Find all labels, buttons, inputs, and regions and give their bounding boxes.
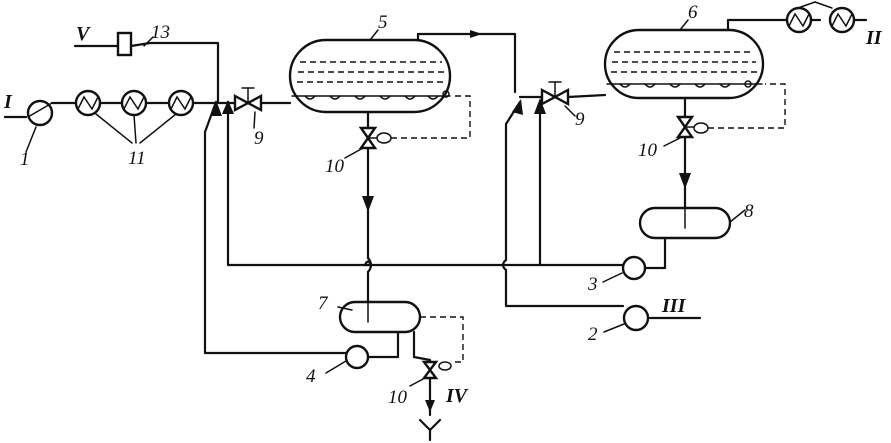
valve-9a <box>223 87 292 113</box>
heat-exchanger-11a <box>74 89 102 117</box>
separator-7 <box>338 300 464 363</box>
label-9-left: 9 <box>254 128 264 149</box>
heat-exchanger-11b <box>120 89 148 117</box>
valve-9b <box>518 81 607 107</box>
label-2: 2 <box>588 324 598 345</box>
label-5: 5 <box>378 12 388 33</box>
stream-label-iv: IV <box>445 385 469 407</box>
stream-label-iii: III <box>661 295 687 317</box>
label-11: 11 <box>128 148 146 169</box>
stream-label-v: V <box>76 23 91 45</box>
label-13: 13 <box>151 22 170 43</box>
heat-exchanger-top-a <box>785 6 813 34</box>
reactor5-vapour-line <box>416 30 517 94</box>
label-4: 4 <box>306 366 316 387</box>
label-3: 3 <box>587 274 598 295</box>
recycle-pump3-line <box>222 98 624 267</box>
reactor-6 <box>603 28 765 100</box>
reactor5-bottom-line <box>358 95 471 304</box>
label-6: 6 <box>688 2 698 23</box>
label-1: 1 <box>20 149 30 170</box>
line-iii <box>501 99 702 320</box>
label-9-right: 9 <box>575 109 585 130</box>
heat-exchanger-top-b <box>828 6 856 34</box>
separator-8 <box>638 206 746 270</box>
label-7: 7 <box>318 293 329 314</box>
label-10-bottom: 10 <box>388 387 408 408</box>
pump-2 <box>603 304 650 333</box>
recycle-pump4-line <box>203 100 348 355</box>
reactor6-bottom-line <box>675 83 786 210</box>
heat-exchanger-11c <box>167 89 195 117</box>
leader-11 <box>95 113 177 144</box>
stream-label-ii: II <box>865 27 883 49</box>
line-iv <box>412 330 452 442</box>
line-v <box>73 31 220 105</box>
pump-1 <box>25 99 54 153</box>
stream-label-i: I <box>3 91 13 113</box>
pump-4 <box>325 330 400 374</box>
reactor-5 <box>288 38 452 114</box>
line-ii <box>726 1 868 32</box>
label-8: 8 <box>744 201 754 222</box>
pump-3 <box>602 255 647 283</box>
label-10-right: 10 <box>638 140 658 161</box>
leader-ticks <box>253 19 689 387</box>
label-10-left: 10 <box>325 156 345 177</box>
